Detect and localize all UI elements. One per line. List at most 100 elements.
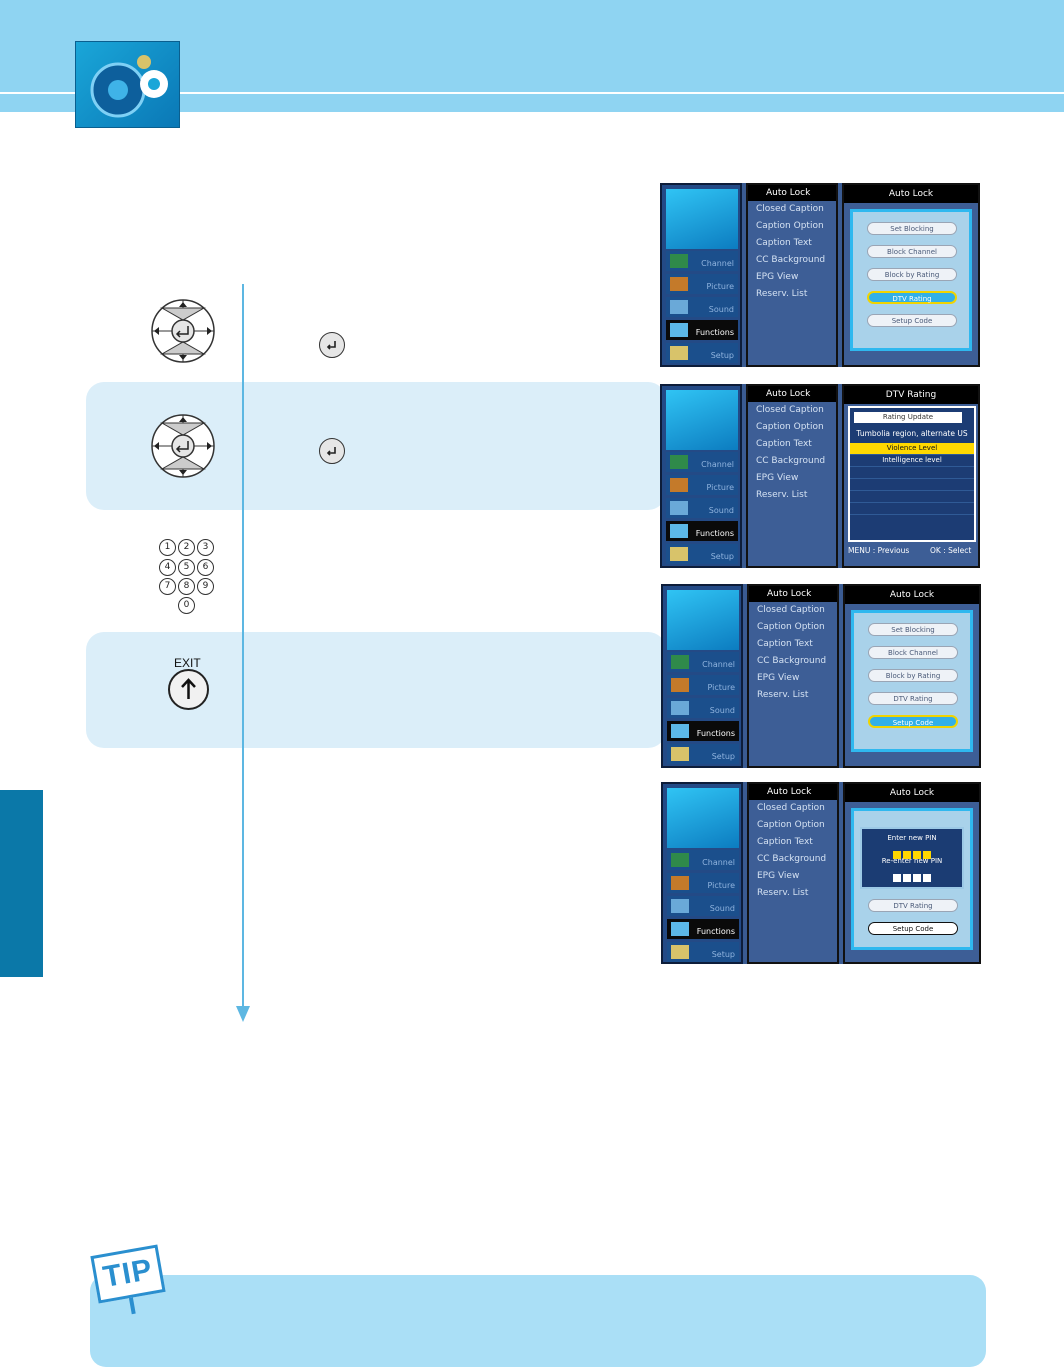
- option-pill: Block Channel: [867, 245, 957, 258]
- nav-channel: Channel: [666, 251, 738, 271]
- nav-picture: Picture: [666, 475, 738, 495]
- nav-picture: Picture: [667, 873, 739, 893]
- nav-functions: Functions: [667, 919, 739, 939]
- menu-item: Closed Caption: [757, 605, 825, 615]
- menu-item: Reserv. List: [757, 690, 809, 700]
- osd-functions-list: Auto Lock Closed Caption Caption Option …: [747, 584, 839, 768]
- rating-row-empty: [850, 491, 974, 503]
- tip-label: TIP: [100, 1252, 156, 1295]
- option-pill-selected: DTV Rating: [867, 291, 957, 304]
- nav-setup: Setup: [666, 544, 738, 564]
- nav-picture: Picture: [667, 675, 739, 695]
- header-divider: [0, 92, 1064, 94]
- menu-item: Caption Text: [757, 639, 813, 649]
- pin-digit: [903, 851, 911, 859]
- panel-title: Auto Lock: [844, 185, 978, 203]
- option-pill: DTV Rating: [868, 899, 958, 912]
- menu-item: EPG View: [756, 272, 799, 282]
- chain-logo-icon: [666, 189, 738, 249]
- numkey: 8: [178, 578, 195, 595]
- osd-nav: Channel Picture Sound Functions Setup: [660, 384, 742, 568]
- option-pill: DTV Rating: [868, 692, 958, 705]
- menu-item: Closed Caption: [756, 405, 824, 415]
- reenter-pin-label: Re-enter new PIN: [881, 857, 943, 865]
- pin-digit: [923, 874, 931, 882]
- numkey: 0: [178, 597, 195, 614]
- flow-line: [242, 284, 244, 1012]
- flow-arrow-icon: [236, 1006, 250, 1022]
- osd-screen-2: Channel Picture Sound Functions Setup Au…: [660, 384, 980, 568]
- nav-setup: Setup: [667, 744, 739, 764]
- osd-functions-list: Auto Lock Closed Caption Caption Option …: [746, 183, 838, 367]
- function-title: Auto Lock: [749, 784, 837, 800]
- pin-digit: [893, 874, 901, 882]
- option-pill: Block Channel: [868, 646, 958, 659]
- menu-item: Caption Text: [756, 439, 812, 449]
- numkey: 5: [178, 559, 195, 576]
- chain-logo-icon: [667, 590, 739, 650]
- menu-item: Reserv. List: [756, 289, 808, 299]
- nav-picture: Picture: [666, 274, 738, 294]
- osd-nav: Channel Picture Sound Functions Setup: [661, 782, 743, 964]
- osd-functions-list: Auto Lock Closed Caption Caption Option …: [747, 782, 839, 964]
- exit-arrow-icon: [168, 669, 209, 710]
- option-pill: Block by Rating: [867, 268, 957, 281]
- menu-item: Reserv. List: [756, 490, 808, 500]
- chapter-tab: [0, 790, 43, 977]
- dpad-icon: [150, 298, 216, 364]
- options-box: Set Blocking Block Channel Block by Rati…: [851, 610, 973, 752]
- menu-item: CC Background: [756, 456, 826, 466]
- gears-icon: [75, 41, 180, 128]
- function-title: Auto Lock: [749, 586, 837, 602]
- rating-row-empty: [850, 479, 974, 491]
- menu-item: CC Background: [757, 854, 827, 864]
- menu-item: Caption Option: [756, 221, 824, 231]
- nav-channel: Channel: [667, 652, 739, 672]
- menu-item: Closed Caption: [757, 803, 825, 813]
- panel-title: Auto Lock: [845, 784, 979, 802]
- tip-panel: [90, 1275, 986, 1367]
- osd-nav: Channel Picture Sound Functions Setup: [660, 183, 742, 367]
- rating-row-empty: [850, 503, 974, 515]
- nav-functions: Functions: [667, 721, 739, 741]
- rating-row: Intelligence level: [850, 455, 974, 467]
- panel-title: DTV Rating: [844, 386, 978, 404]
- function-title: Auto Lock: [748, 386, 836, 402]
- menu-item: Caption Text: [756, 238, 812, 248]
- enter-button-icon: [319, 438, 345, 464]
- numkey: 6: [197, 559, 214, 576]
- rating-update: Rating Update: [854, 412, 962, 423]
- menu-item: CC Background: [756, 255, 826, 265]
- osd-dtvrating-panel: DTV Rating Rating Update Tumbolia region…: [842, 384, 980, 568]
- menu-item: Reserv. List: [757, 888, 809, 898]
- nav-sound: Sound: [666, 498, 738, 518]
- menu-item: Caption Text: [757, 837, 813, 847]
- nav-sound: Sound: [666, 297, 738, 317]
- osd-functions-list: Auto Lock Closed Caption Caption Option …: [746, 384, 838, 568]
- menu-item: EPG View: [757, 871, 800, 881]
- osd-pin-panel: Auto Lock Enter new PIN Re-enter new PIN…: [843, 782, 981, 964]
- menu-item: EPG View: [756, 473, 799, 483]
- exit-label: EXIT: [174, 656, 201, 670]
- osd-screen-1: Channel Picture Sound Functions Setup Au…: [660, 183, 980, 367]
- pin-area: Enter new PIN Re-enter new PIN DTV Ratin…: [851, 808, 973, 950]
- enter-button-icon: [319, 332, 345, 358]
- menu-item: Closed Caption: [756, 204, 824, 214]
- pin-digit: [903, 874, 911, 882]
- osd-autolock-panel: Auto Lock Set Blocking Block Channel Blo…: [842, 183, 980, 367]
- numkey: 2: [178, 539, 195, 556]
- rating-row-selected: Violence Level: [850, 443, 974, 455]
- pin-digit: [913, 851, 921, 859]
- nav-functions: Functions: [666, 521, 738, 541]
- enter-pin-label: Enter new PIN: [887, 834, 937, 842]
- menu-item: CC Background: [757, 656, 827, 666]
- numkey: 4: [159, 559, 176, 576]
- menu-item: Caption Option: [757, 820, 825, 830]
- nav-sound: Sound: [667, 698, 739, 718]
- pin-box: Enter new PIN Re-enter new PIN: [860, 827, 964, 889]
- pin-digit: [923, 851, 931, 859]
- pin-digit: [913, 874, 921, 882]
- nav-setup: Setup: [666, 343, 738, 363]
- osd-nav: Channel Picture Sound Functions Setup: [661, 584, 743, 768]
- menu-item: Caption Option: [757, 622, 825, 632]
